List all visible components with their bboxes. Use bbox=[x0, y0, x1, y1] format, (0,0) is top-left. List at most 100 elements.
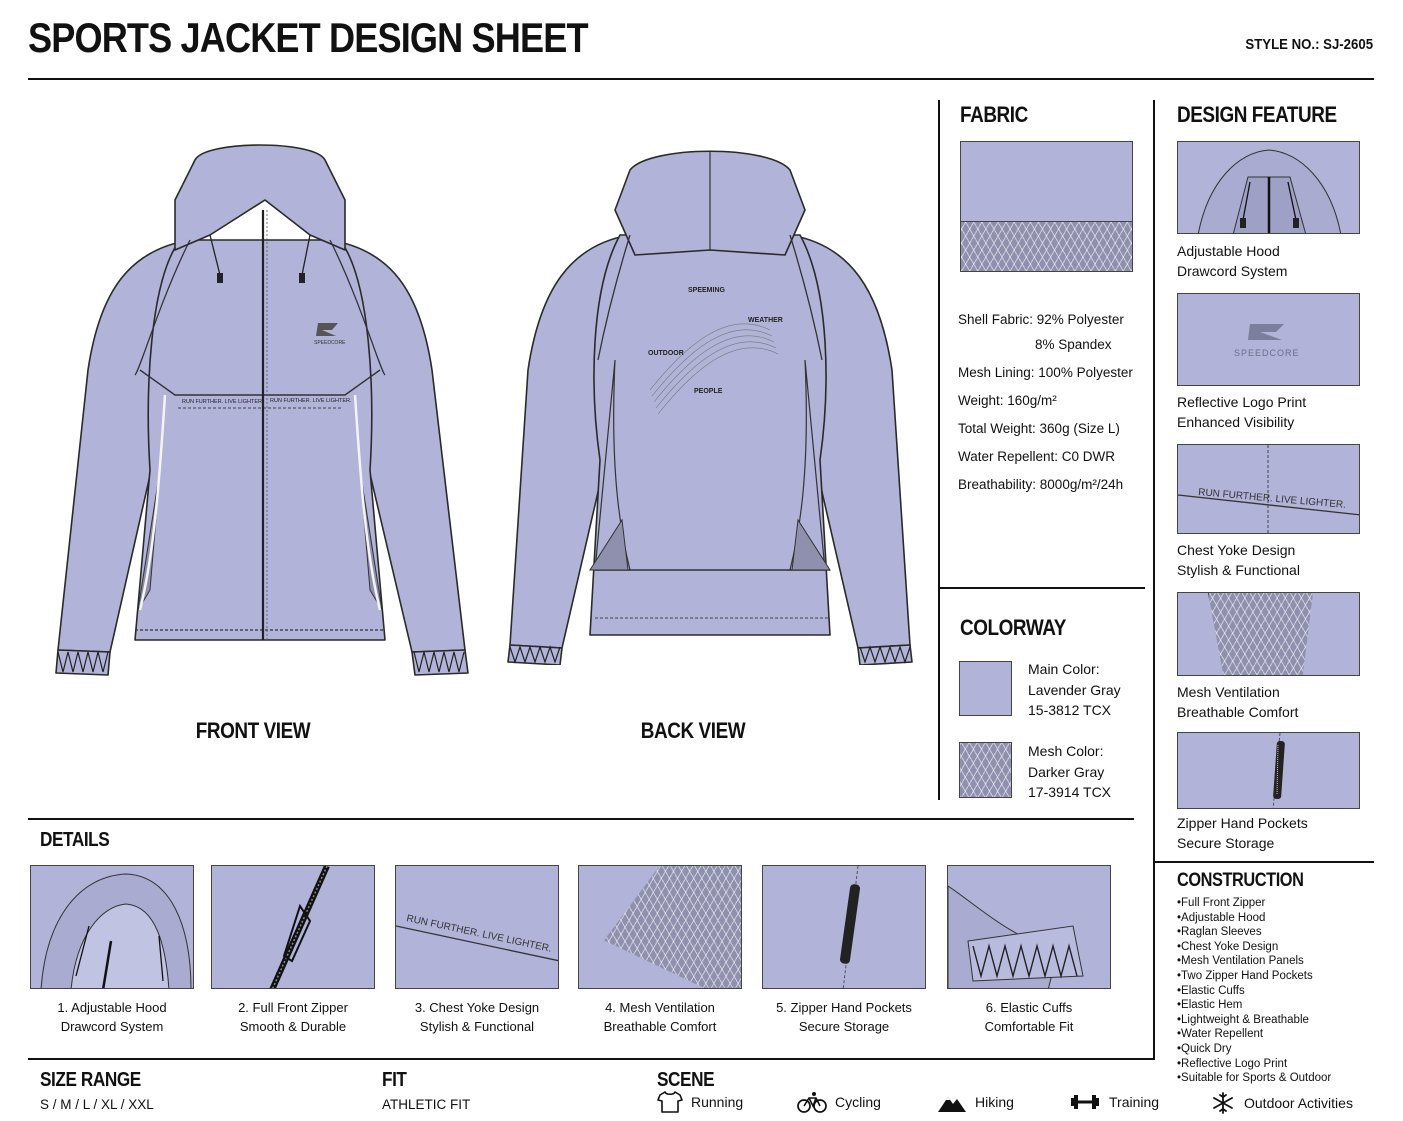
scene-hiking-label: Hiking bbox=[975, 1094, 1014, 1110]
feature-yoke-line2: Stylish & Functional bbox=[1177, 561, 1300, 578]
detail-mesh-line1: 4. Mesh Ventilation bbox=[605, 1000, 715, 1015]
scene-training: Training bbox=[1069, 1091, 1159, 1113]
mountain-icon bbox=[937, 1091, 967, 1113]
construction-item: Suitable for Sports & Outdoor bbox=[1177, 1071, 1331, 1086]
detail-image-zipper bbox=[211, 865, 375, 989]
construction-item: Chest Yoke Design bbox=[1177, 940, 1331, 955]
fit-value: ATHLETIC FIT bbox=[382, 1097, 471, 1112]
bottom-divider bbox=[28, 1058, 1154, 1060]
detail-hood-line2: Drawcord System bbox=[60, 1019, 164, 1034]
feature-caption-hood: Adjustable Hood Drawcord System bbox=[1177, 242, 1287, 281]
feature-logo-text: SPEEDCORE bbox=[1234, 348, 1300, 358]
back-word-1: SPEEMING bbox=[688, 287, 726, 294]
features-construction-divider bbox=[1155, 861, 1374, 863]
construction-list: Full Front Zipper Adjustable Hood Raglan… bbox=[1177, 896, 1331, 1086]
construction-item: Full Front Zipper bbox=[1177, 896, 1331, 911]
detail-yoke-text: RUN FURTHER. LIVE LIGHTER. bbox=[405, 913, 552, 955]
spec-breathability: Breathability: 8000g/m²/24h bbox=[958, 477, 1124, 492]
feature-logo-line2: Enhanced Visibility bbox=[1177, 413, 1295, 430]
construction-item: Two Zipper Hand Pockets bbox=[1177, 969, 1331, 984]
feature-image-mesh bbox=[1177, 592, 1360, 676]
page-title: SPORTS JACKET DESIGN SHEET bbox=[28, 14, 589, 61]
spec-mesh-lining: Mesh Lining: 100% Polyester bbox=[958, 365, 1133, 380]
scene-outdoor-label: Outdoor Activities bbox=[1244, 1095, 1353, 1111]
mesh-color-name: Darker Gray bbox=[1028, 763, 1105, 780]
front-view-label: FRONT VIEW bbox=[195, 718, 311, 743]
construction-item: Elastic Cuffs bbox=[1177, 984, 1331, 999]
bicycle-icon bbox=[797, 1091, 827, 1113]
features-left-divider bbox=[1153, 100, 1155, 1060]
detail-pocket-line2: Secure Storage bbox=[798, 1019, 890, 1034]
scene-heading: SCENE bbox=[657, 1069, 715, 1091]
main-color-label: Main Color: bbox=[1028, 661, 1100, 677]
scene-outdoor: Outdoor Activities bbox=[1210, 1091, 1353, 1115]
detail-caption-pocket: 5. Zipper Hand Pockets Secure Storage bbox=[762, 998, 926, 1036]
feature-pocket-line2: Secure Storage bbox=[1177, 834, 1275, 851]
back-word-2: WEATHER bbox=[748, 317, 783, 324]
feature-logo-line1: Reflective Logo Print bbox=[1177, 394, 1307, 410]
feature-mesh-line1: Mesh Ventilation bbox=[1177, 684, 1280, 700]
spec-spandex: 8% Spandex bbox=[1035, 337, 1112, 352]
details-heading: DETAILS bbox=[40, 829, 110, 851]
feature-caption-mesh: Mesh Ventilation Breathable Comfort bbox=[1177, 683, 1298, 722]
detail-caption-mesh: 4. Mesh Ventilation Breathable Comfort bbox=[578, 998, 742, 1036]
detail-caption-yoke: 3. Chest Yoke Design Stylish & Functiona… bbox=[395, 998, 559, 1036]
dumbbell-icon bbox=[1069, 1091, 1101, 1113]
colorway-heading: COLORWAY bbox=[960, 615, 1066, 640]
size-range-value: S / M / L / XL / XXL bbox=[40, 1097, 154, 1112]
front-view-illustration: RUN FURTHER. LIVE LIGHTER. RUN FURTHER. … bbox=[55, 144, 469, 676]
scene-running: Running bbox=[657, 1091, 743, 1113]
detail-caption-zipper: 2. Full Front Zipper Smooth & Durable bbox=[211, 998, 375, 1036]
spec-shell: Shell Fabric: 92% Polyester bbox=[958, 312, 1124, 327]
construction-item: Reflective Logo Print bbox=[1177, 1057, 1331, 1072]
main-color-info: Main Color: Lavender Gray 15-3812 TCX bbox=[1028, 659, 1121, 721]
feature-caption-pocket: Zipper Hand Pockets Secure Storage bbox=[1177, 814, 1308, 853]
fabric-colorway-divider bbox=[940, 587, 1145, 589]
scene-training-label: Training bbox=[1109, 1094, 1160, 1110]
fabric-left-divider bbox=[938, 100, 940, 800]
tshirt-icon bbox=[657, 1091, 683, 1113]
construction-item: Mesh Ventilation Panels bbox=[1177, 954, 1331, 969]
construction-item: Water Repellent bbox=[1177, 1027, 1331, 1042]
detail-caption-hood: 1. Adjustable Hood Drawcord System bbox=[30, 998, 194, 1036]
main-color-code: 15-3812 TCX bbox=[1028, 702, 1112, 718]
fabric-heading: FABRIC bbox=[960, 102, 1028, 127]
feature-yoke-line1: Chest Yoke Design bbox=[1177, 542, 1296, 558]
feature-hood-line1: Adjustable Hood bbox=[1177, 243, 1280, 259]
feature-hood-line2: Drawcord System bbox=[1177, 262, 1288, 279]
detail-image-pocket bbox=[762, 865, 926, 989]
construction-item: Raglan Sleeves bbox=[1177, 925, 1331, 940]
mesh-color-label: Mesh Color: bbox=[1028, 743, 1104, 759]
construction-item: Adjustable Hood bbox=[1177, 911, 1331, 926]
feature-image-hood bbox=[1177, 141, 1360, 234]
scene-hiking: Hiking bbox=[937, 1091, 1014, 1113]
feature-caption-yoke: Chest Yoke Design Stylish & Functional bbox=[1177, 541, 1300, 580]
spec-weight: Weight: 160g/m² bbox=[958, 393, 1057, 408]
fabric-swatch bbox=[960, 141, 1133, 272]
scene-cycling-label: Cycling bbox=[835, 1094, 881, 1110]
front-logo-text: SPEEDCORE bbox=[314, 340, 346, 346]
detail-cuff-line2: Comfortable Fit bbox=[984, 1019, 1074, 1034]
detail-yoke-line2: Stylish & Functional bbox=[419, 1019, 535, 1034]
back-word-3: OUTDOOR bbox=[648, 350, 684, 357]
front-yoke-text-left: RUN FURTHER. LIVE LIGHTER. bbox=[182, 399, 264, 405]
spec-water-repellent: Water Repellent: C0 DWR bbox=[958, 449, 1116, 464]
feature-pocket-line1: Zipper Hand Pockets bbox=[1177, 815, 1308, 831]
mesh-lining-swatch bbox=[961, 221, 1132, 271]
back-view-label: BACK VIEW bbox=[640, 718, 746, 743]
mesh-color-code: 17-3914 TCX bbox=[1028, 784, 1112, 800]
feature-caption-logo: Reflective Logo Print Enhanced Visibilit… bbox=[1177, 393, 1306, 432]
detail-image-hood bbox=[30, 865, 194, 989]
mesh-color-info: Mesh Color: Darker Gray 17-3914 TCX bbox=[1028, 741, 1111, 803]
spec-total-weight: Total Weight: 360g (Size L) bbox=[958, 421, 1120, 436]
detail-image-cuff bbox=[947, 865, 1111, 989]
scene-cycling: Cycling bbox=[797, 1091, 881, 1113]
detail-caption-cuff: 6. Elastic Cuffs Comfortable Fit bbox=[947, 998, 1111, 1036]
fit-heading: FIT bbox=[382, 1069, 407, 1091]
construction-item: Quick Dry bbox=[1177, 1042, 1331, 1057]
back-view-illustration: SPEEMING WEATHER OUTDOOR PEOPLE bbox=[507, 150, 913, 665]
main-color-name: Lavender Gray bbox=[1028, 681, 1121, 698]
construction-item: Lightweight & Breathable bbox=[1177, 1013, 1331, 1028]
construction-item: Elastic Hem bbox=[1177, 998, 1331, 1013]
feature-yoke-text: RUN FURTHER. LIVE LIGHTER. bbox=[1198, 487, 1347, 511]
